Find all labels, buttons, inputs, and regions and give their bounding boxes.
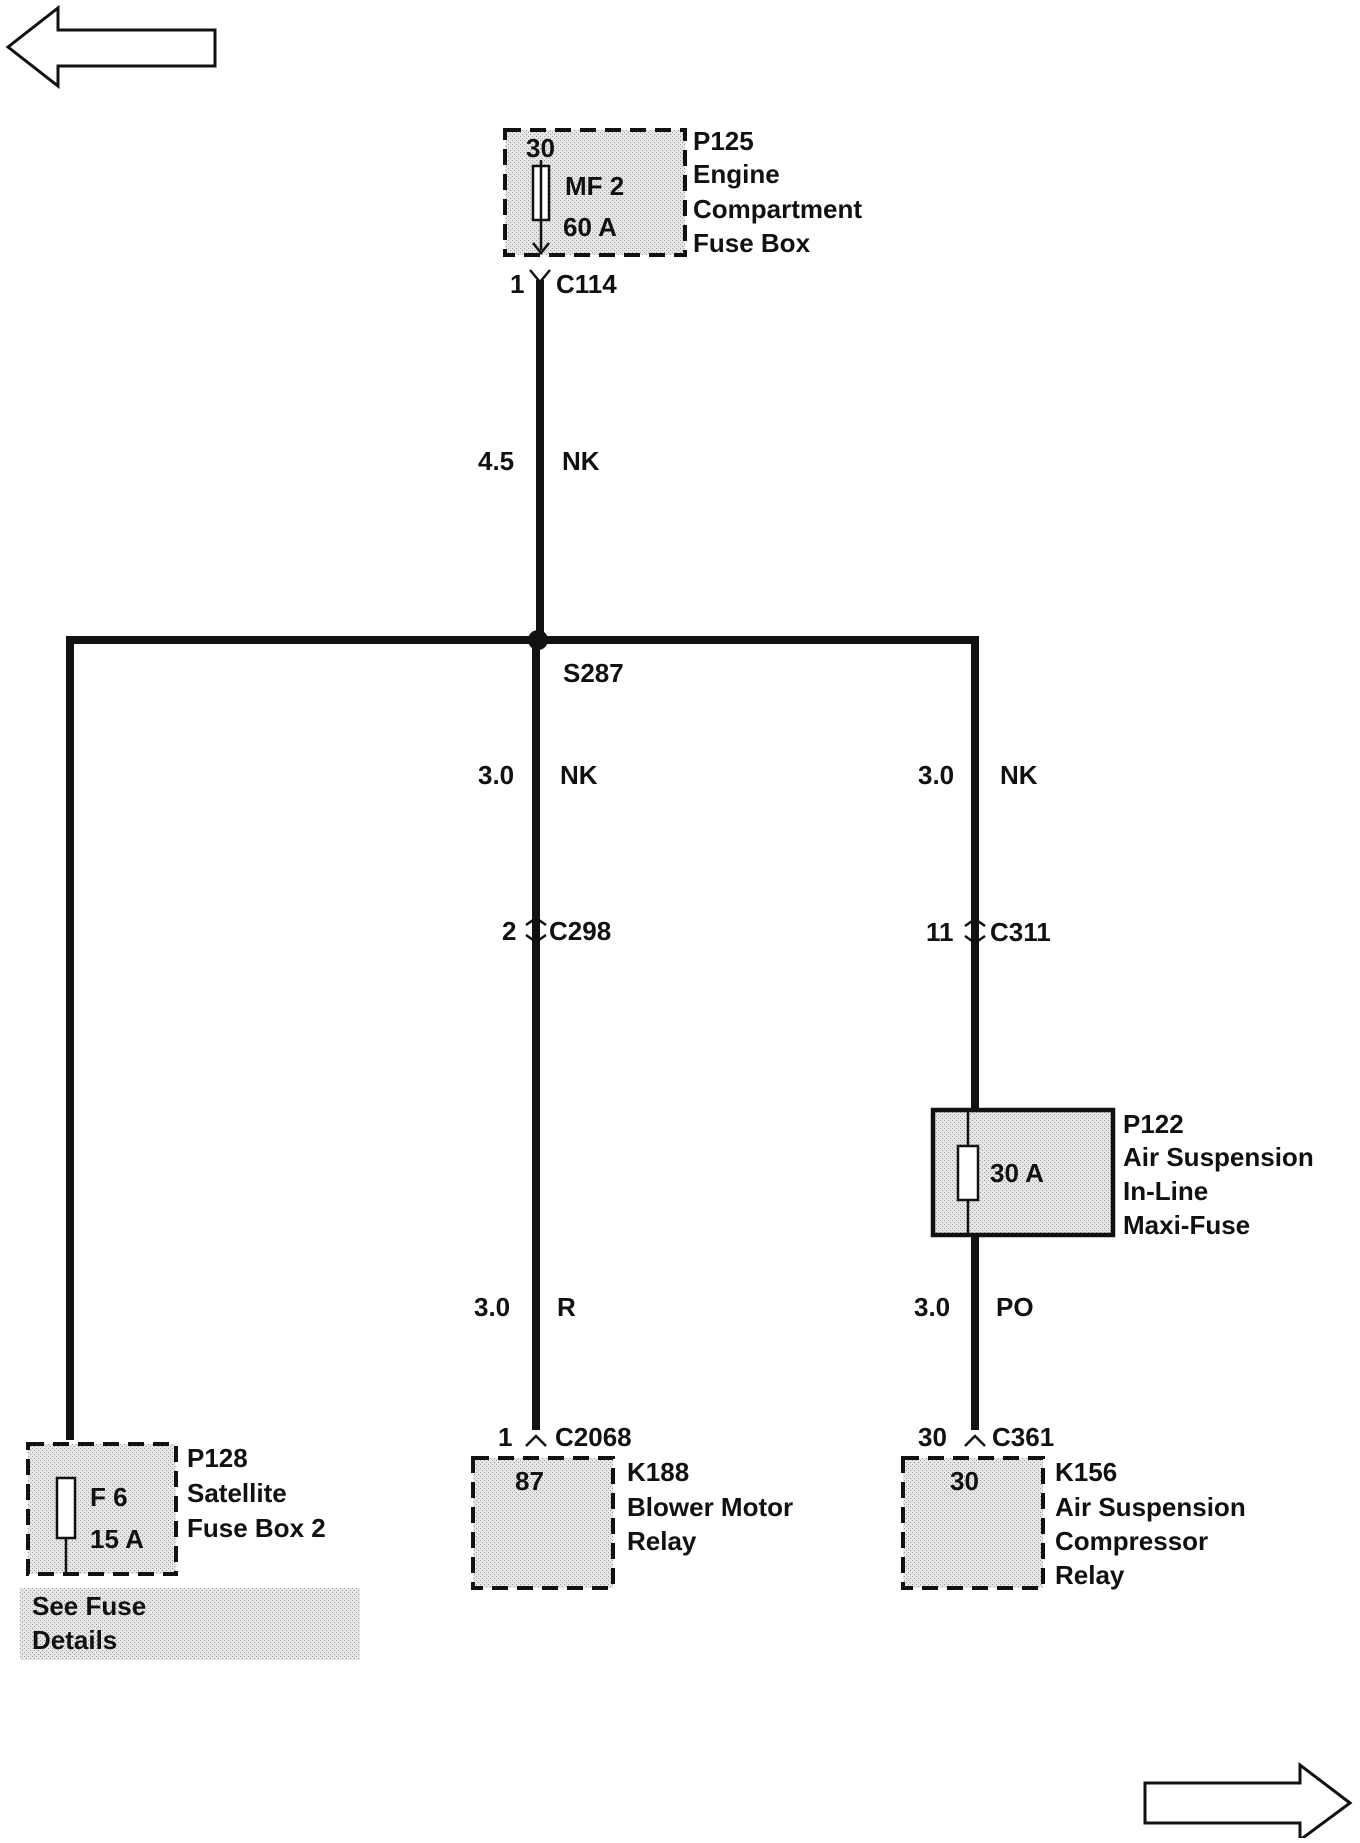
fuse-icon xyxy=(956,1144,980,1202)
blower-relay-pin: 87 xyxy=(515,1466,544,1496)
compressor-wire2-color: PO xyxy=(996,1292,1034,1322)
compressor-relay-pin: 30 xyxy=(950,1466,979,1496)
satellite-fuse-box: F 6 15 A P128 Satellite Fuse Box 2 xyxy=(26,1442,326,1576)
compressor-relay: 30 K156 Air Suspension Compressor Relay xyxy=(901,1456,1246,1590)
c298-pin: 2 xyxy=(502,916,516,946)
blower-relay-name-2: Relay xyxy=(627,1526,697,1556)
compressor-relay-outline xyxy=(901,1456,1045,1590)
right-arrow-icon[interactable] xyxy=(1143,1761,1353,1843)
see-fuse-details-background xyxy=(20,1588,360,1660)
left-arrow-icon[interactable] xyxy=(5,4,217,90)
feed-wire-gauge: 4.5 xyxy=(478,446,514,476)
connector-c298-icon xyxy=(525,916,547,944)
engine-fuse-box: 30 MF 2 60 A P125 Engine Compartment Fus… xyxy=(503,126,862,258)
feed-wire-color: NK xyxy=(562,446,600,476)
satellite-fuse-box-id: P128 xyxy=(187,1443,248,1473)
connector-c361-icon xyxy=(964,1434,986,1447)
c2068-label: C2068 xyxy=(555,1422,632,1452)
connector-c2068-icon xyxy=(525,1434,547,1447)
satellite-fuse-box-name-2: Fuse Box 2 xyxy=(187,1513,326,1543)
engine-fuse-rating: 60 A xyxy=(563,212,617,242)
satellite-fuse-rating: 15 A xyxy=(90,1524,144,1554)
see-fuse-details-line-2: Details xyxy=(32,1625,117,1655)
engine-fuse-name: MF 2 xyxy=(565,171,624,201)
c114-label: C114 xyxy=(556,269,617,299)
c361-label: C361 xyxy=(992,1422,1054,1452)
blower-wire1-gauge: 3.0 xyxy=(478,760,514,790)
maxi-fuse-name-3: Maxi-Fuse xyxy=(1123,1210,1250,1240)
compressor-wire2-gauge: 3.0 xyxy=(914,1292,950,1322)
maxi-fuse-name-2: In-Line xyxy=(1123,1176,1208,1206)
engine-fuse-box-name-2: Compartment xyxy=(693,194,862,224)
satellite-fuse-name: F 6 xyxy=(90,1482,128,1512)
satellite-fuse-box-outline xyxy=(26,1442,178,1576)
blower-relay-id: K188 xyxy=(627,1457,689,1487)
engine-fuse-box-name-3: Fuse Box xyxy=(693,228,811,258)
c114-pin: 1 xyxy=(510,269,524,299)
compressor-relay-name-3: Relay xyxy=(1055,1560,1125,1590)
compressor-wire1-gauge: 3.0 xyxy=(918,760,954,790)
splice-label: S287 xyxy=(563,658,624,688)
maxi-fuse-rating: 30 A xyxy=(990,1158,1044,1188)
compressor-relay-name-1: Air Suspension xyxy=(1055,1492,1246,1522)
maxi-fuse-id: P122 xyxy=(1123,1109,1184,1139)
c361-pin: 30 xyxy=(918,1422,947,1452)
engine-fuse-box-pin: 30 xyxy=(526,133,555,163)
blower-relay-name-1: Blower Motor xyxy=(627,1492,793,1522)
satellite-fuse-box-name-1: Satellite xyxy=(187,1478,287,1508)
compressor-relay-id: K156 xyxy=(1055,1457,1117,1487)
c311-label: C311 xyxy=(990,917,1051,947)
connector-c311-icon xyxy=(964,917,986,945)
fuse-arrow-icon xyxy=(532,242,550,256)
see-fuse-details-link[interactable]: See Fuse Details xyxy=(20,1588,360,1660)
blower-relay: 87 K188 Blower Motor Relay xyxy=(471,1456,793,1590)
maxi-fuse: 30 A P122 Air Suspension In-Line Maxi-Fu… xyxy=(930,1107,1314,1240)
engine-fuse-box-id: P125 xyxy=(693,126,754,156)
blower-wire1-color: NK xyxy=(560,760,598,790)
maxi-fuse-name-1: Air Suspension xyxy=(1123,1142,1314,1172)
c298-label: C298 xyxy=(549,916,611,946)
blower-wire2-color: R xyxy=(557,1292,576,1322)
compressor-relay-name-2: Compressor xyxy=(1055,1526,1208,1556)
blower-relay-outline xyxy=(471,1456,615,1590)
engine-fuse-box-name-1: Engine xyxy=(693,159,780,189)
compressor-wire1-color: NK xyxy=(1000,760,1038,790)
c2068-pin: 1 xyxy=(498,1422,512,1452)
c311-pin: 11 xyxy=(926,917,954,947)
fuse-icon xyxy=(55,1476,77,1540)
blower-wire2-gauge: 3.0 xyxy=(474,1292,510,1322)
see-fuse-details-line-1: See Fuse xyxy=(32,1591,146,1621)
distribution-bus xyxy=(66,636,979,1440)
